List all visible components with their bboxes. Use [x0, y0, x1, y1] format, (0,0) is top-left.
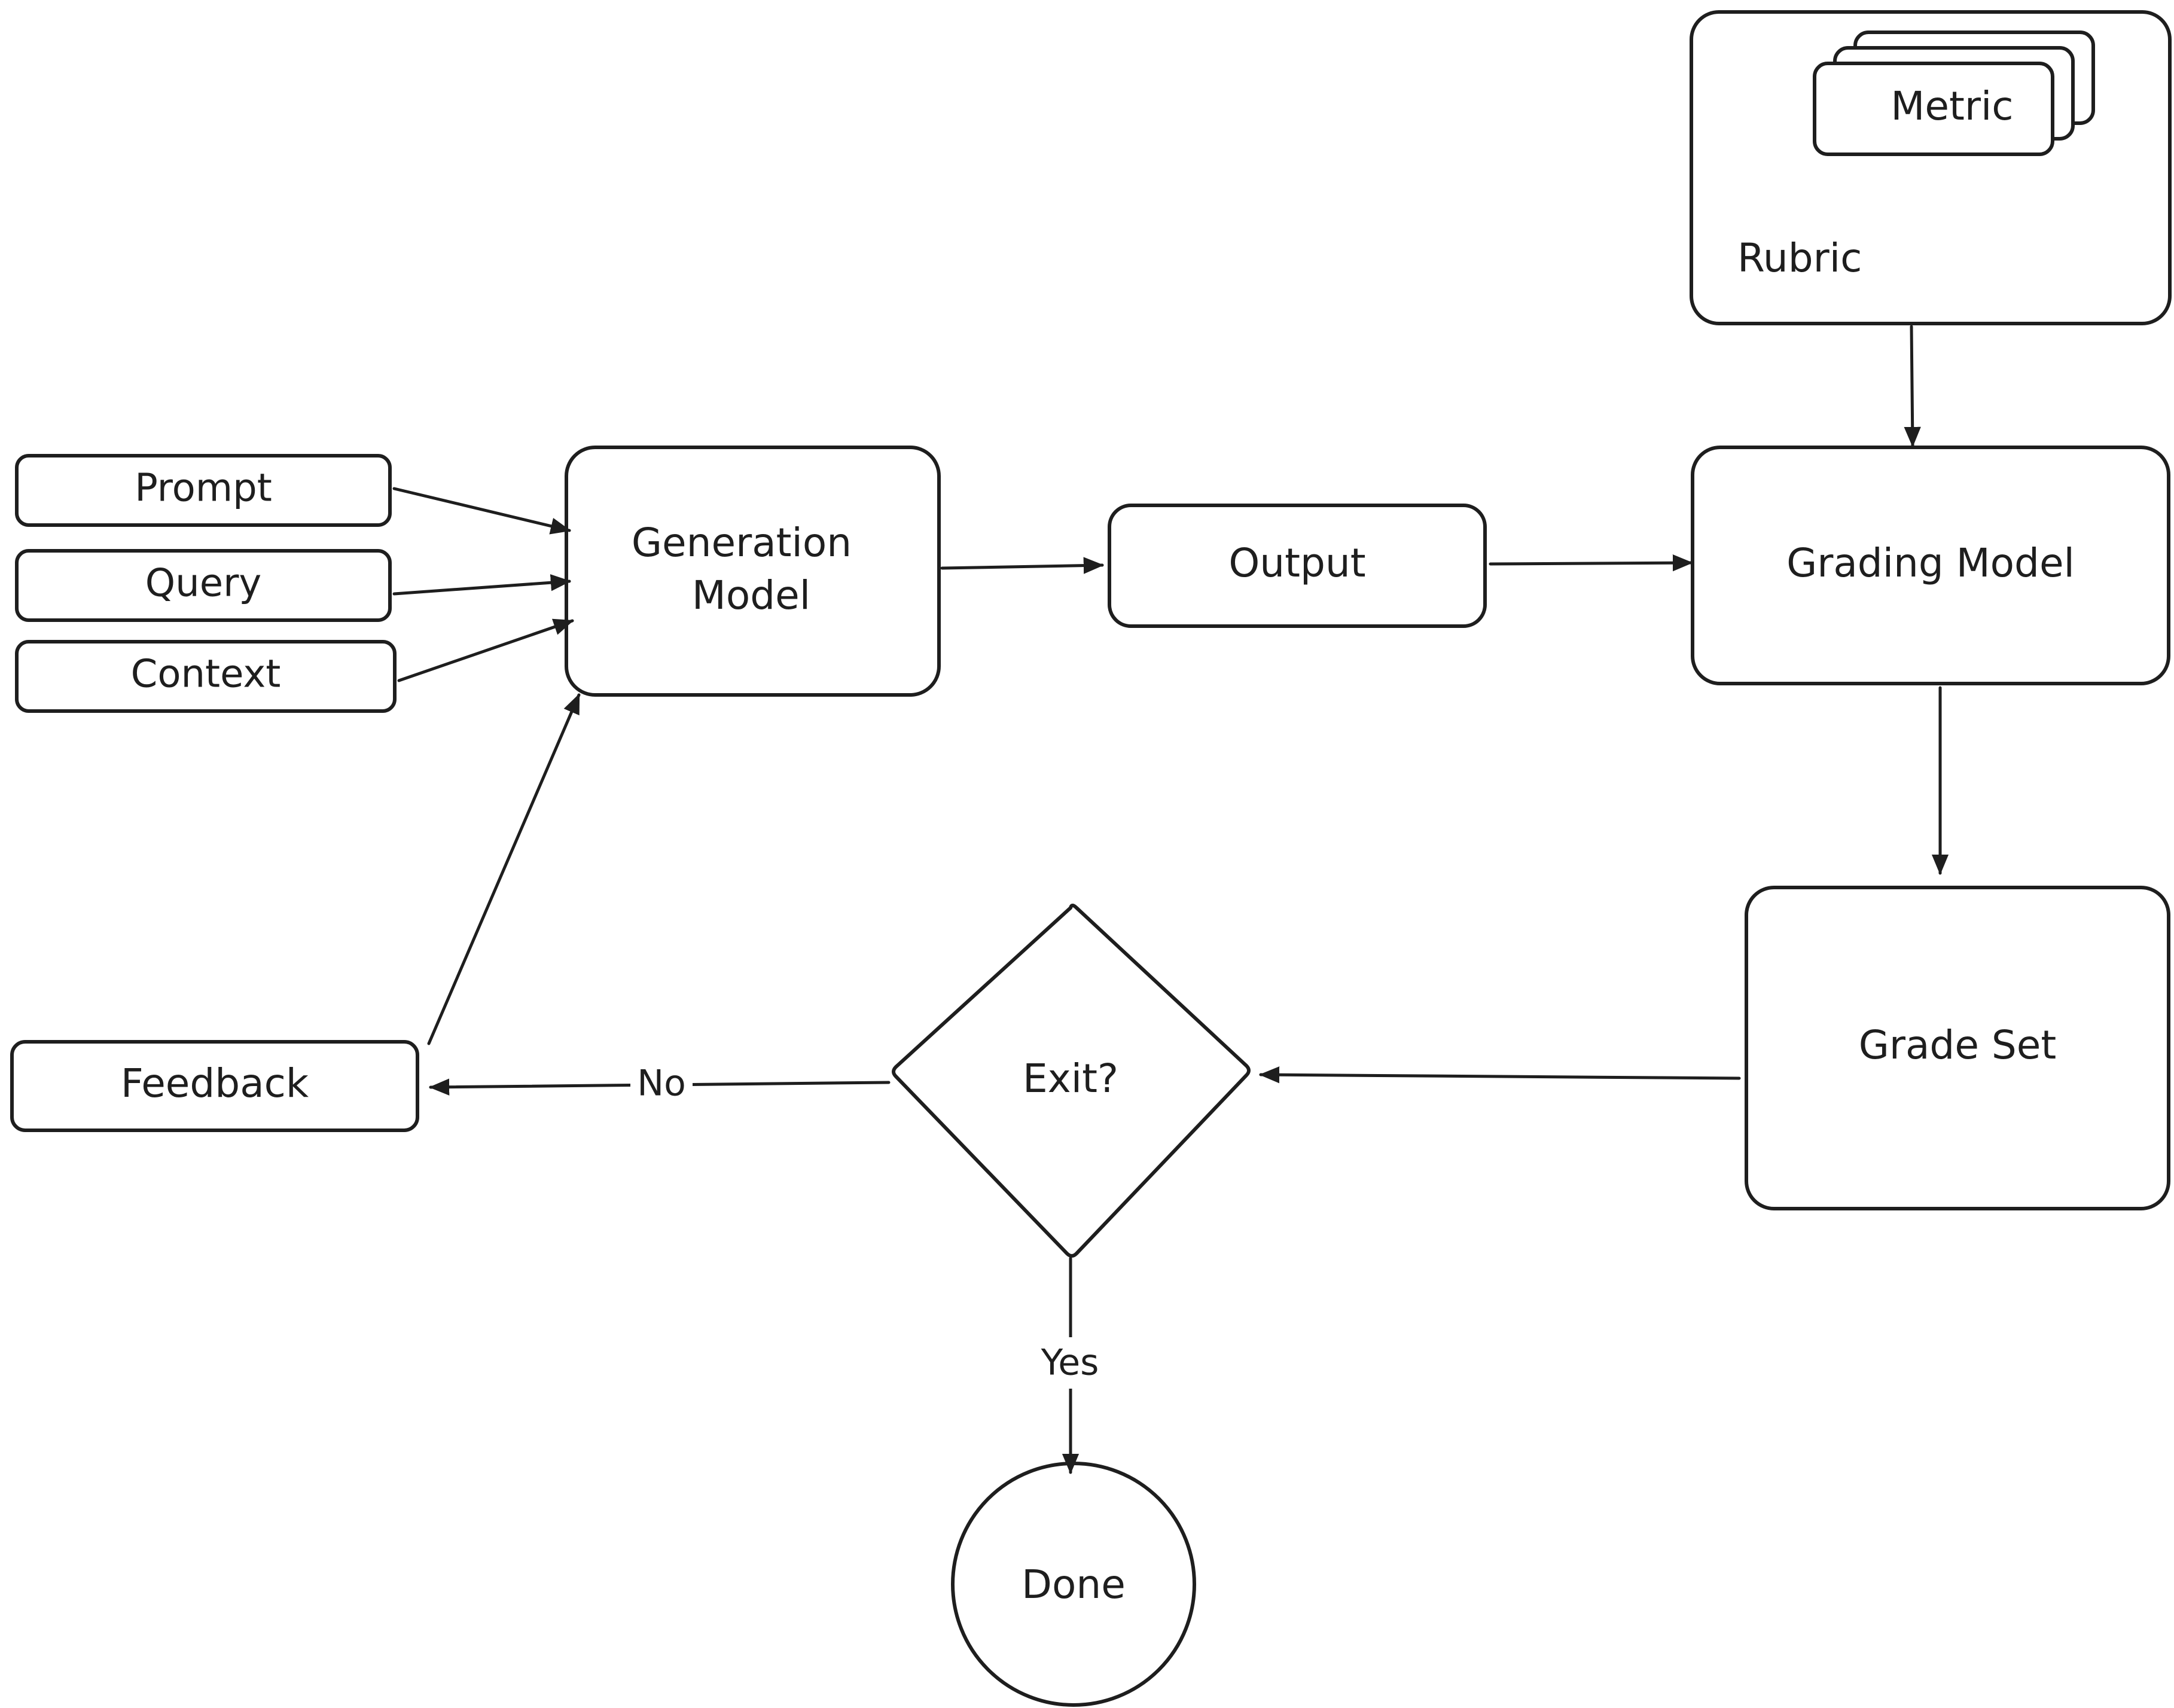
edge-generation-to-output	[940, 557, 1104, 574]
grade-set-label: Grade Set	[1859, 1022, 2057, 1068]
metric-label: Metric	[1891, 83, 2013, 129]
exit-decision-node: Exit?	[892, 904, 1251, 1258]
generation-model-label-line2: Model	[692, 572, 810, 618]
grade-set-node: Grade Set	[1745, 886, 2170, 1210]
rubric-label: Rubric	[1737, 235, 1862, 281]
input-prompt-label: Prompt	[135, 466, 272, 511]
input-context: Context	[15, 640, 397, 713]
grading-model-node: Grading Model	[1691, 446, 2170, 685]
generation-model-node: Generation Model	[565, 446, 941, 697]
grading-model-label: Grading Model	[1786, 540, 2075, 586]
edge-output-to-grading	[1489, 554, 1693, 572]
done-label: Done	[1022, 1561, 1126, 1608]
edge-rubric-to-grading	[1904, 325, 1921, 447]
feedback-node: Feedback	[10, 1040, 419, 1132]
edge-grade-set-to-exit	[1259, 1066, 1741, 1084]
metric-card	[1813, 62, 2054, 156]
metric-stack: Metric	[1813, 30, 2095, 156]
edge-feedback-to-generation	[427, 693, 581, 1045]
output-node: Output	[1108, 504, 1487, 628]
exit-decision-label: Exit?	[1023, 1056, 1118, 1102]
input-query: Query	[15, 549, 392, 622]
input-query-label: Query	[145, 562, 262, 606]
rubric-container: Metric Rubric	[1690, 10, 2172, 325]
output-label: Output	[1228, 540, 1365, 586]
done-node: Done	[951, 1462, 1196, 1707]
edge-context-to-generation	[397, 618, 574, 682]
edge-label-no: No	[637, 1063, 686, 1105]
generation-model-label-line1: Generation	[632, 520, 852, 566]
input-prompt: Prompt	[15, 454, 392, 527]
feedback-label: Feedback	[121, 1060, 309, 1106]
edge-query-to-generation	[392, 574, 571, 596]
input-context-label: Context	[131, 652, 281, 697]
edge-prompt-to-generation	[392, 487, 571, 535]
edge-label-yes: Yes	[1041, 1342, 1099, 1384]
